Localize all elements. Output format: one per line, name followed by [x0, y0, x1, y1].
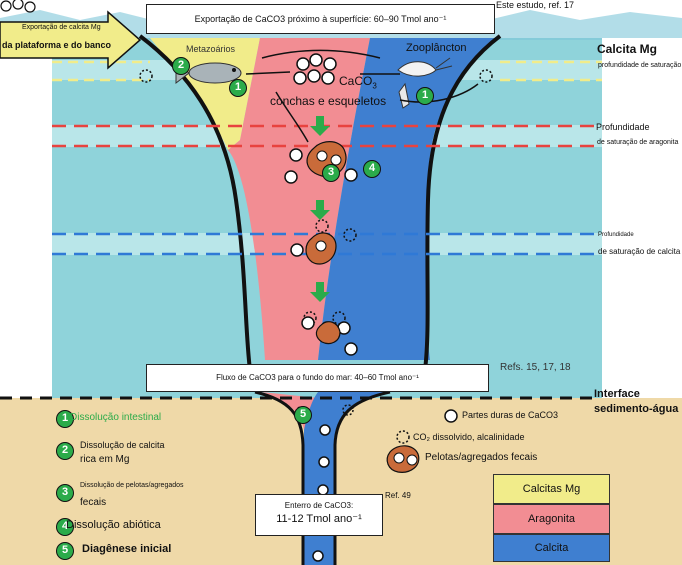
legend-mg-calcite-box: Calcitas Mg: [493, 474, 610, 504]
legend-aragonite-box: Aragonita: [493, 504, 610, 534]
process-list-5-label: Diagênese inicial: [82, 543, 172, 555]
calcite-depth-label-2: de saturação de calcita: [598, 247, 681, 256]
this-study-label: Este estudo, ref. 17: [496, 0, 575, 10]
process-list-2-label: Dissolução de calcita: [80, 440, 165, 450]
interface-label-2: sedimento-água: [594, 403, 679, 415]
caco3-sub: 3: [372, 81, 377, 91]
legend-dissolved-label: CO₂ dissolvido, alcalinidade: [413, 432, 525, 442]
process-list-2-label2: rica em Mg: [80, 454, 130, 465]
process-list-2-num: 2: [56, 442, 74, 460]
process-list-3-label2: fecais: [80, 497, 107, 508]
process-list-5-num: 5: [56, 542, 74, 560]
mg-saturation-label: profundidade de saturação: [598, 62, 682, 69]
burial-line-2: 11-12 Tmol ano⁻¹: [276, 513, 362, 525]
process-list-3-num: 3: [56, 484, 74, 502]
mg-export-arrow: [0, 10, 142, 70]
export-particles: [0, 0, 36, 13]
hard-parts-cluster-top: [293, 53, 337, 85]
caco3-text: CaCO: [339, 74, 373, 88]
process-4-marker: 4: [363, 160, 381, 178]
legend-pellet-inner-2: [406, 454, 418, 466]
surface-export-box: Exportação de CaCO3 próximo à superfície…: [146, 4, 495, 34]
mg-calcite-right-label: Calcita Mg: [597, 42, 658, 56]
process-list-4-label: Dissolução abiótica: [66, 519, 161, 531]
pteropod-icon: [398, 82, 410, 109]
legend-calcite-box: Calcita: [493, 534, 610, 562]
process-list-4-num: 4: [56, 518, 74, 536]
aragonite-depth-label-2: de saturação de aragonita: [597, 139, 679, 146]
ref49-label: Ref. 49: [385, 491, 411, 500]
neck-outline-right: [333, 390, 391, 565]
sediment-left-panel: [0, 38, 52, 398]
process-list-1-label: Dissolução intestinal: [70, 412, 162, 423]
neck-outline-left: [254, 390, 305, 565]
process-1-marker-left: 1: [229, 79, 247, 97]
sinking-arrows: [310, 116, 330, 302]
process-5-marker: 5: [294, 406, 312, 424]
flow-arrows: [245, 49, 479, 143]
calcite-depth-label-1: Profundidade: [598, 232, 634, 238]
mg-export-label-2: da plataforma e do banco: [2, 40, 112, 50]
legend-pellets-label: Pelotas/agregados fecais: [425, 452, 538, 463]
seafloor-flux-box: Fluxo de CaCO3 para o fundo do mar: 40–6…: [146, 364, 489, 392]
aragonite-region: [228, 38, 370, 360]
caco3-label: CaCO3: [339, 74, 377, 90]
interface-label-1: Interface: [594, 388, 640, 400]
legend-dissolved-icon: [396, 430, 410, 444]
process-2-marker: 2: [172, 57, 190, 75]
zooplankton-label: Zooplâncton: [406, 42, 467, 54]
burial-box: Enterro de CaCO3: 11-12 Tmol ano⁻¹: [255, 494, 383, 536]
legend-pellet-inner-1: [393, 452, 405, 464]
calcite-region: [318, 38, 500, 360]
legend-hard-parts-label: Partes duras de CaCO3: [462, 410, 559, 420]
metazoans-label: Metazoários: [186, 44, 236, 54]
shrimp-icon: [397, 57, 453, 77]
process-list-1-num: 1: [56, 410, 74, 428]
refs-label: Refs. 15, 17, 18: [500, 362, 571, 373]
surface-export-text: Exportação de CaCO3 próximo à superfície…: [194, 14, 447, 24]
mg-export-label-1: Exportação de calcita Mg: [22, 24, 101, 31]
sediment-right-panel: [602, 38, 682, 398]
legend-hard-parts-icon: [444, 409, 458, 423]
funnel-outline-right: [423, 34, 502, 371]
burial-line-1: Enterro de CaCO3:: [284, 501, 354, 510]
process-1-marker-right: 1: [416, 87, 434, 105]
process-list-3-label: Dissolução de pelotas/agregados: [80, 482, 184, 489]
process-3-marker: 3: [322, 164, 340, 182]
seafloor-flux-text: Fluxo de CaCO3 para o fundo do mar: 40–6…: [216, 373, 419, 382]
shells-label: conchas e esqueletos: [270, 94, 387, 108]
aragonite-depth-label-1: Profundidade: [596, 122, 650, 132]
